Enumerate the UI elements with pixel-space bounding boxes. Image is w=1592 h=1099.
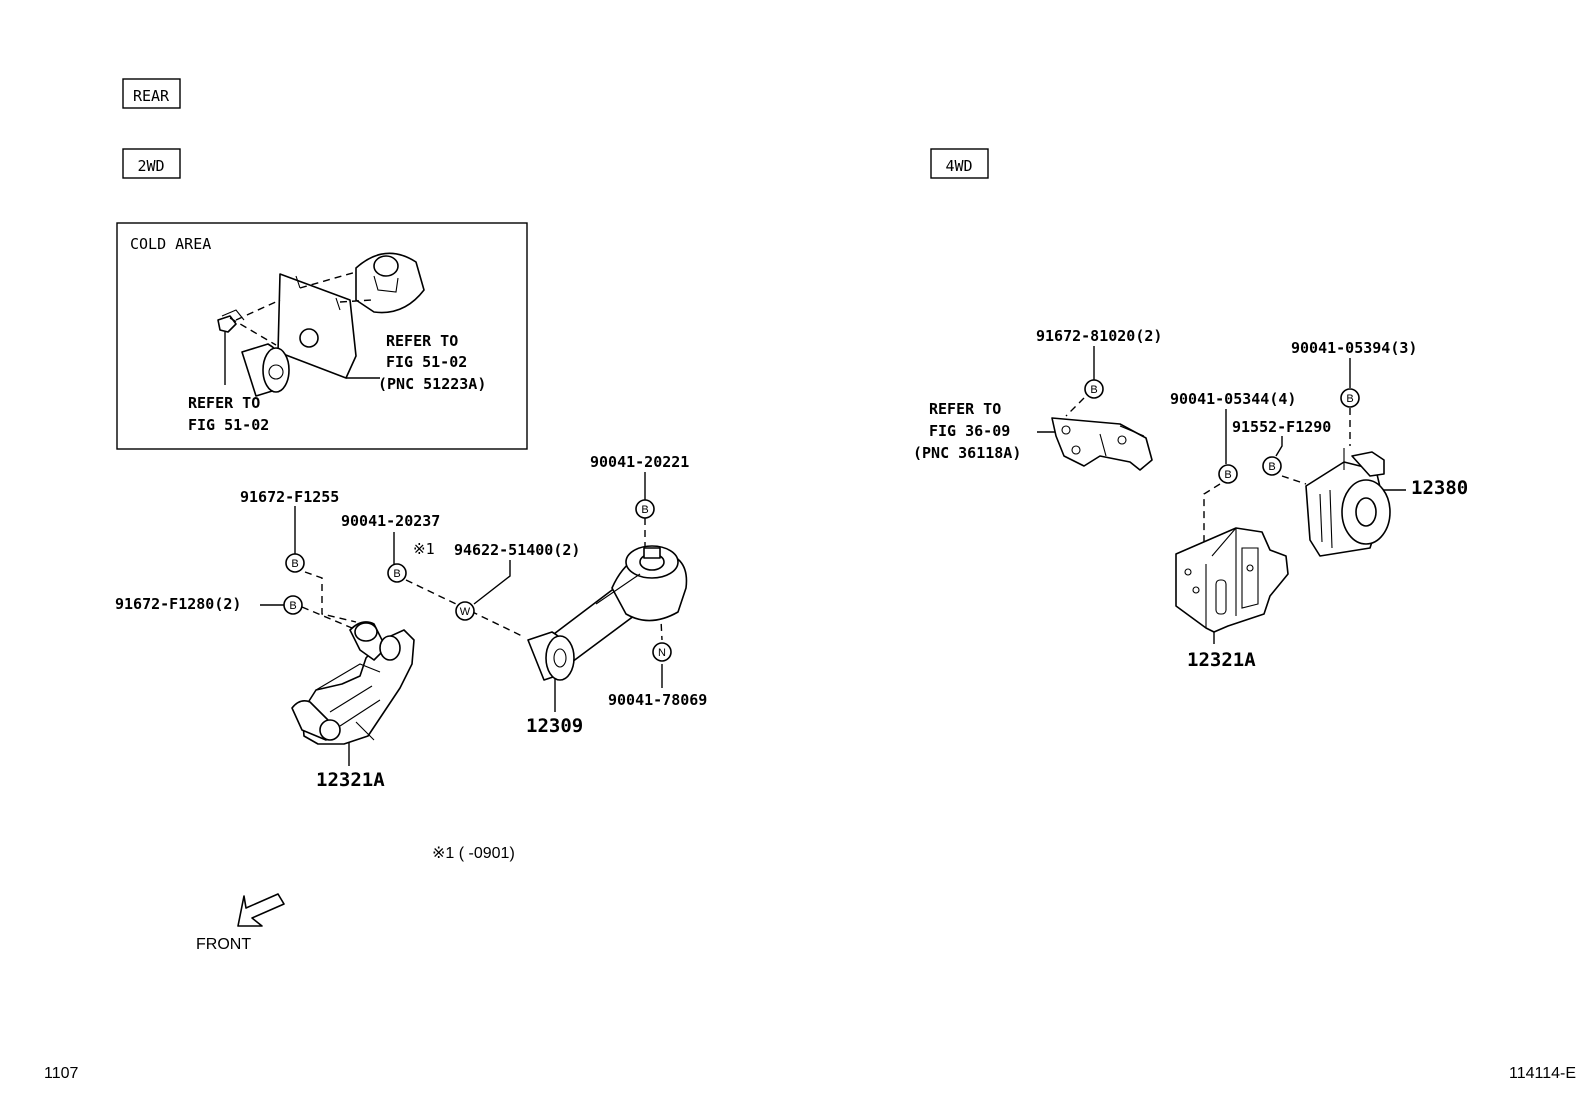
part-90041-78069: 90041-78069 <box>608 691 707 709</box>
footnote: ※1 ( -0901) <box>432 845 515 862</box>
note-mark-1: ※1 <box>413 540 435 558</box>
4wd-label: 4WD <box>945 157 972 175</box>
svg-text:B: B <box>289 600 296 612</box>
marker-n-1: N <box>652 642 672 662</box>
marker-b-8: B <box>1262 456 1282 476</box>
svg-text:B: B <box>1346 393 1353 405</box>
marker-b-4: B <box>635 499 655 519</box>
4wd-refer-line3: (PNC 36118A) <box>913 444 1021 462</box>
part-91672-f1280: 91672-F1280(2) <box>115 595 241 613</box>
2wd-tag: 2WD <box>122 148 181 179</box>
2wd-assembly: 91672-F1255 90041-20237 ※1 94622-51400(2… <box>115 453 707 791</box>
marker-w-1: W <box>455 601 475 621</box>
cold-refer-2-line2: FIG 51-02 <box>188 416 269 434</box>
part-94622-51400: 94622-51400(2) <box>454 541 580 559</box>
marker-b-3: B <box>387 563 407 583</box>
marker-b-1: B <box>285 553 305 573</box>
4wd-refer-line1: REFER TO <box>929 400 1001 418</box>
svg-text:B: B <box>291 558 298 570</box>
note-text: ※1 ( -0901) <box>432 845 515 862</box>
rear-label: REAR <box>133 87 170 105</box>
svg-text:B: B <box>641 504 648 516</box>
4wd-refer-line2: FIG 36-09 <box>929 422 1010 440</box>
cold-refer-1-line2: FIG 51-02 <box>386 353 467 371</box>
marker-b-7: B <box>1218 464 1238 484</box>
cold-refer-1-line1: REFER TO <box>386 332 458 350</box>
marker-b-5: B <box>1084 379 1104 399</box>
part-90041-20237: 90041-20237 <box>341 512 440 530</box>
svg-text:B: B <box>1224 469 1231 481</box>
fastener-markers: B B B W B N B B B B <box>283 379 1360 662</box>
front-label: FRONT <box>196 936 251 953</box>
part-90041-05394: 90041-05394(3) <box>1291 339 1417 357</box>
svg-text:B: B <box>1268 461 1275 473</box>
part-90041-05344: 90041-05344(4) <box>1170 390 1296 408</box>
front-indicator: FRONT <box>196 893 285 953</box>
part-12321a-2wd: 12321A <box>316 769 385 791</box>
part-12380: 12380 <box>1411 477 1468 499</box>
2wd-label: 2WD <box>137 157 164 175</box>
page-number-left: 1107 <box>44 1065 79 1082</box>
part-91552-f1290: 91552-F1290 <box>1232 418 1331 436</box>
cold-area-label: COLD AREA <box>130 235 211 253</box>
4wd-tag: 4WD <box>930 148 989 179</box>
svg-text:W: W <box>460 606 471 618</box>
marker-b-6: B <box>1340 388 1360 408</box>
cold-refer-1-line3: (PNC 51223A) <box>378 375 486 393</box>
part-12309: 12309 <box>526 715 583 737</box>
4wd-assembly: 91672-81020(2) 90041-05394(3) 90041-0534… <box>913 327 1468 671</box>
page-number-right: 114114-E <box>1509 1065 1576 1082</box>
part-91672-81020: 91672-81020(2) <box>1036 327 1162 345</box>
svg-text:B: B <box>393 568 400 580</box>
part-91672-f1255: 91672-F1255 <box>240 488 339 506</box>
part-12321a-4wd: 12321A <box>1187 649 1256 671</box>
svg-text:N: N <box>658 647 666 659</box>
part-90041-20221: 90041-20221 <box>590 453 689 471</box>
svg-text:B: B <box>1090 384 1097 396</box>
cold-refer-2-line1: REFER TO <box>188 394 260 412</box>
cold-area-inset: COLD AREA REFER TO FIG 51-02 (PNC 51223A… <box>116 222 528 450</box>
marker-b-2: B <box>283 595 303 615</box>
rear-tag: REAR <box>122 78 181 109</box>
front-arrow-icon <box>237 893 285 927</box>
